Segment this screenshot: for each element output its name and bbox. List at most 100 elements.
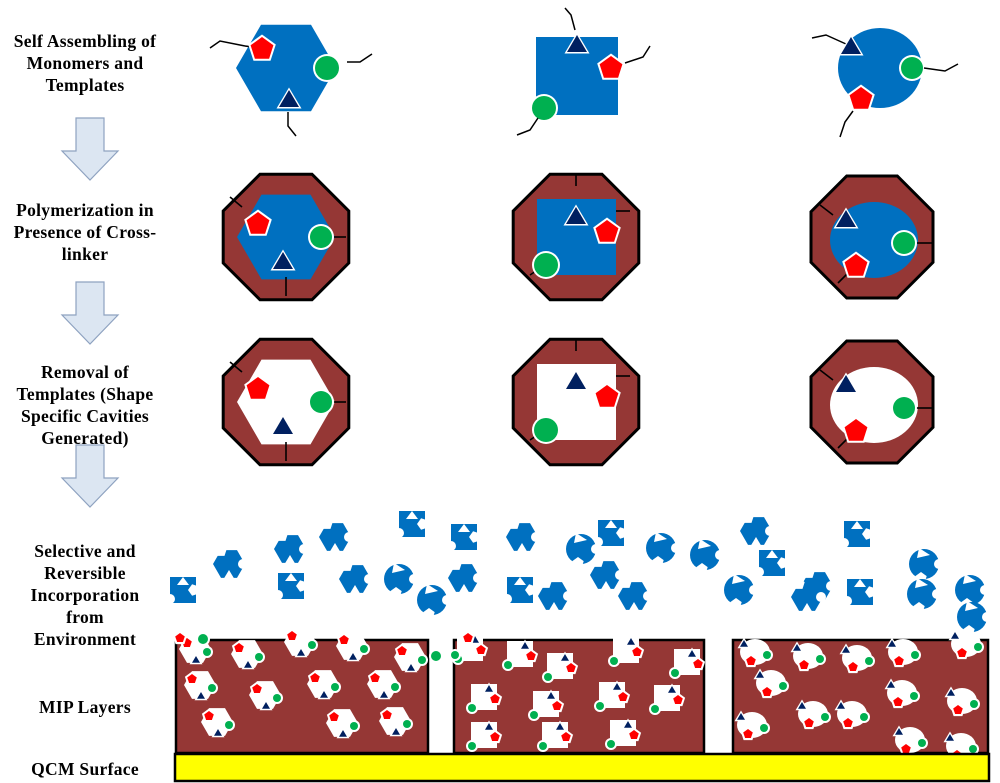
pentagon-monomer-icon [397,646,407,655]
circle-monomer-icon [391,683,399,691]
pentagon-monomer-icon [844,419,868,441]
triangle-monomer-icon [756,671,764,678]
circle-monomer-icon [208,684,216,692]
pentagon-monomer-icon [844,254,868,276]
circle-monomer-icon [865,657,873,665]
vinyl-group [516,117,539,136]
pentagon-monomer-icon [618,692,628,701]
pentagon-notch [616,527,627,539]
circle-monomer-icon [893,397,915,419]
triangle-notch [285,573,297,581]
analyte-body [213,550,245,578]
triangle-monomer-icon [197,692,205,699]
bond-line [837,437,849,449]
analyte-body [907,579,937,609]
triangle-monomer-icon [192,656,200,663]
pentagon-monomer-icon [476,645,486,654]
pentagon-notch [469,531,480,543]
triangle-notch [284,555,296,565]
triangle-monomer-icon [841,37,861,54]
circle-notch [409,574,419,584]
triangle-group [553,720,567,732]
circle-notch [591,544,601,554]
triangle-group [482,682,496,694]
triangle-group [189,653,203,665]
circle-monomer-icon [534,418,558,442]
bond-line [837,272,849,284]
triangle-monomer-icon [214,729,222,736]
analyte-body [538,582,570,610]
triangle-monomer-icon [946,734,954,741]
triangle-monomer-icon [842,646,850,653]
triangle-group [839,643,853,655]
triangle-notch [514,577,526,585]
triangle-notch [851,521,863,529]
pentagon-monomer-icon [693,659,703,668]
triangle-group [259,699,273,711]
pentagon-notch [188,584,199,596]
pentagon-notch [592,556,604,567]
triangle-group [518,639,532,651]
triangle-group [624,635,638,647]
triangle-monomer-icon [836,210,856,227]
pentagon-notch [803,567,815,578]
pentagon-monomer-icon [804,718,814,727]
circle-monomer-icon [315,56,339,80]
analyte-circle [417,584,452,619]
circle-notch [671,543,681,553]
triangle-group [834,699,848,711]
vinyl-group [564,7,576,31]
circle-monomer-icon [350,722,358,730]
triangle-group [544,689,558,701]
analyte-hexagon [274,530,309,565]
triangle-group [276,87,302,109]
pentagon-monomer-icon [329,712,339,721]
circle-notch [715,550,725,560]
pentagon-monomer-icon [234,643,244,652]
circle-monomer-icon [763,651,771,659]
triangle-monomer-icon [262,702,270,709]
triangle-monomer-icon [951,632,959,639]
analyte-body [724,575,754,605]
triangle-monomer-icon [320,691,328,698]
circle-monomer-icon [331,683,339,691]
qcm-surface [173,752,991,783]
triangle-monomer-icon [485,685,493,692]
triangle-monomer-icon [485,723,493,730]
pentagon-monomer-icon [252,684,262,693]
circle-monomer-icon [273,694,281,702]
pentagon-monomer-icon [246,212,270,234]
analyte-body [690,540,720,570]
pentagon-notch [296,580,307,592]
pentagon-monomer-icon [957,648,967,657]
pentagon-monomer-icon [552,701,562,710]
triangle-notch [654,532,667,542]
analyte-hexagon [319,518,354,553]
analyte-circle [646,532,681,567]
triangle-monomer-icon [339,730,347,737]
pentagon-notch [865,586,876,598]
circle-monomer-icon [860,713,868,721]
vinyl-group [811,34,847,45]
circle-monomer-icon [360,645,368,653]
analyte-square [394,511,428,538]
pentagon-monomer-icon [382,710,392,719]
triangle-notch [329,543,341,553]
triangle-notch [965,601,978,611]
triangle-monomer-icon [836,375,856,392]
analyte-hexagon [618,577,653,612]
circle-monomer-icon [468,704,476,712]
triangle-notch [854,579,866,587]
triangle-notch [349,585,361,595]
triangle-monomer-icon [567,35,587,52]
circle-notch [273,590,283,600]
pentagon-monomer-icon [746,656,756,665]
pentagon-monomer-icon [310,673,320,682]
arrow-body [60,117,120,181]
triangle-group [563,369,589,391]
triangle-group [270,414,296,436]
bond-line [229,361,243,373]
bond-line [819,204,834,216]
pentagon-notch [390,587,402,598]
triangle-notch [750,537,762,547]
